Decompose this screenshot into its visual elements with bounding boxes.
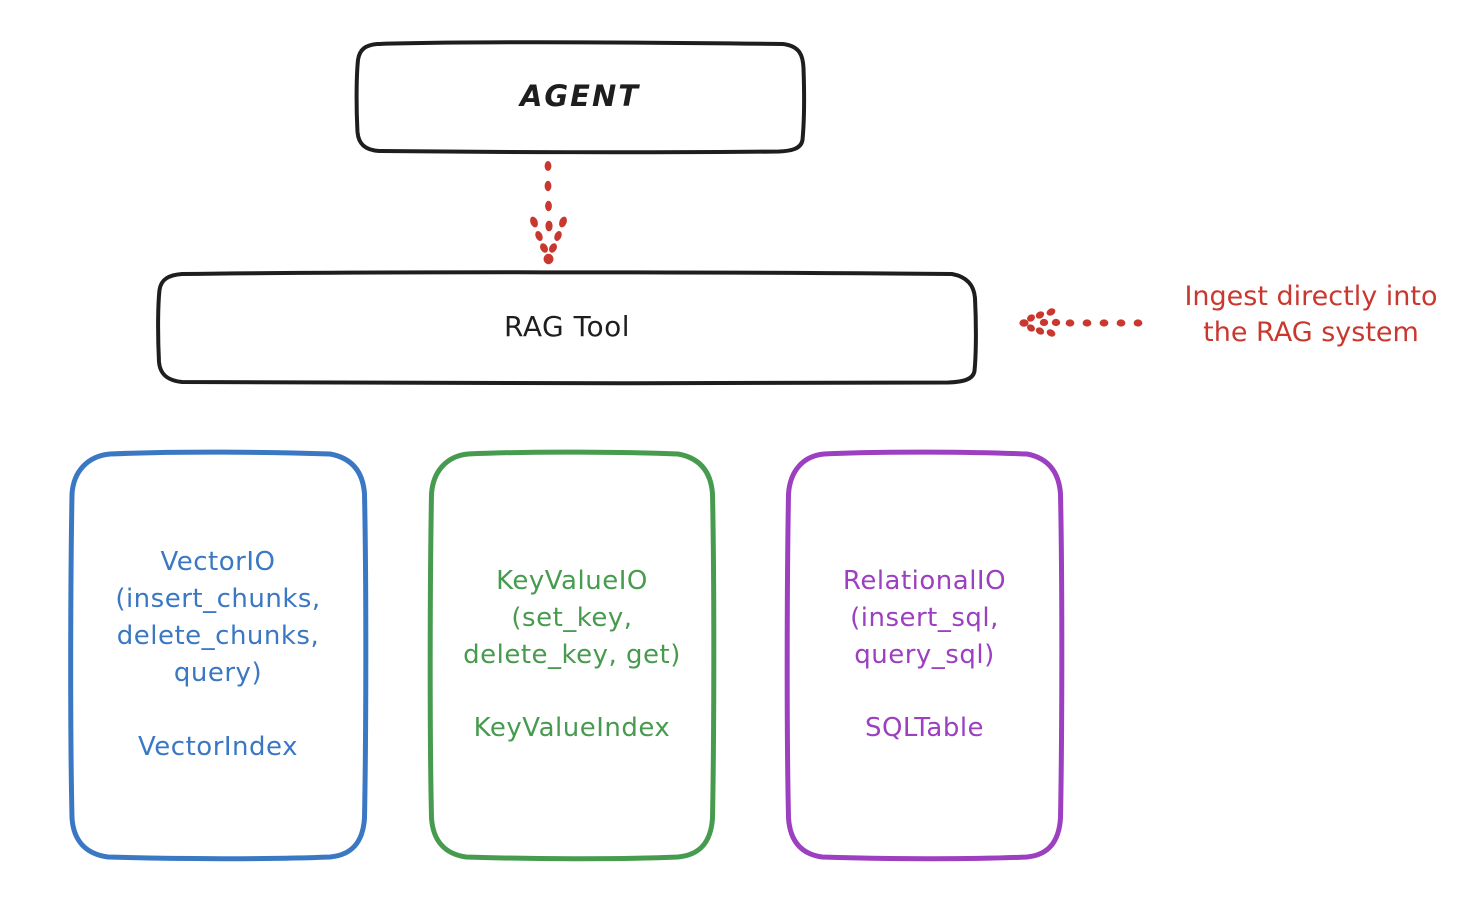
- node-relational-io-label: RelationalIO (insert_sql, query_sql) SQL…: [842, 565, 1007, 744]
- node-vector-io[interactable]: VectorIO (insert_chunks, delete_chunks, …: [68, 449, 369, 862]
- node-agent[interactable]: AGENT: [354, 40, 807, 155]
- node-relational-io[interactable]: RelationalIO (insert_sql, query_sql) SQL…: [784, 449, 1065, 862]
- node-key-value-io-label: KeyValueIO (set_key, delete_key, get) Ke…: [463, 565, 681, 744]
- node-rag-tool[interactable]: RAG Tool: [156, 270, 978, 386]
- node-rag-tool-label: RAG Tool: [504, 310, 630, 344]
- node-vector-io-label: VectorIO (insert_chunks, delete_chunks, …: [115, 547, 321, 762]
- connector-agent-to-rag-tool-arrow: [530, 161, 567, 265]
- connector-ingest-note-to-rag-tool-arrow: [1019, 308, 1143, 337]
- node-agent-label: AGENT: [519, 78, 641, 113]
- node-key-value-io[interactable]: KeyValueIO (set_key, delete_key, get) Ke…: [427, 449, 717, 862]
- annotation-ingest-note: Ingest directly into the RAG system: [1184, 281, 1438, 349]
